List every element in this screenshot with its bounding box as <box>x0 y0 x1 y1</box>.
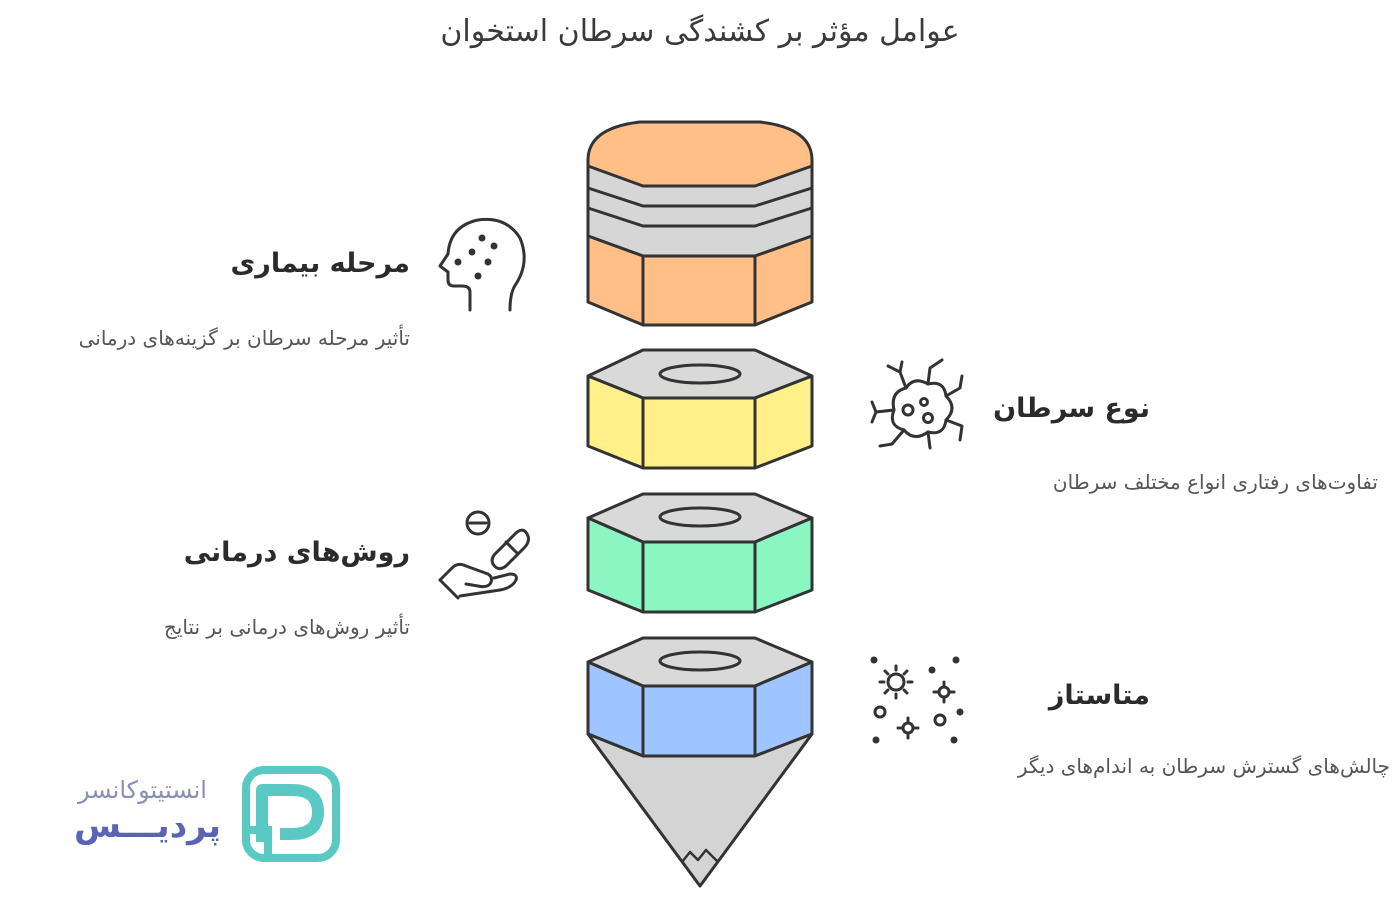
heading-treatment-methods: روش‌های درمانی <box>183 537 410 568</box>
brand-name-line2: پردیـــس <box>74 806 222 846</box>
patient-head-icon <box>438 217 526 312</box>
desc-metastasis: چالش‌های گسترش سرطان به اندام‌های دیگر <box>1017 754 1390 778</box>
brand-logo-icon <box>242 766 340 862</box>
desc-cancer-type: تفاوت‌های رفتاری انواع مختلف سرطان <box>1052 470 1378 494</box>
cancer-cell-icon <box>870 358 964 450</box>
desc-disease-stage: تأثیر مرحله سرطان بر گزینه‌های درمانی <box>78 326 410 350</box>
page-title: عوامل مؤثر بر کشندگی سرطان استخوان <box>440 14 960 49</box>
heading-cancer-type: نوع سرطان <box>993 393 1150 424</box>
spreading-cells-icon <box>870 656 964 744</box>
heading-disease-stage: مرحله بیماری <box>230 248 410 279</box>
desc-treatment-methods: تأثیر روش‌های درمانی بر نتایج <box>163 615 410 639</box>
hand-pills-icon <box>438 510 530 600</box>
heading-metastasis: متاستاز <box>1048 680 1150 711</box>
pencil-tip <box>586 732 814 888</box>
brand-name-line1: انستیتوکانسر <box>78 776 207 804</box>
